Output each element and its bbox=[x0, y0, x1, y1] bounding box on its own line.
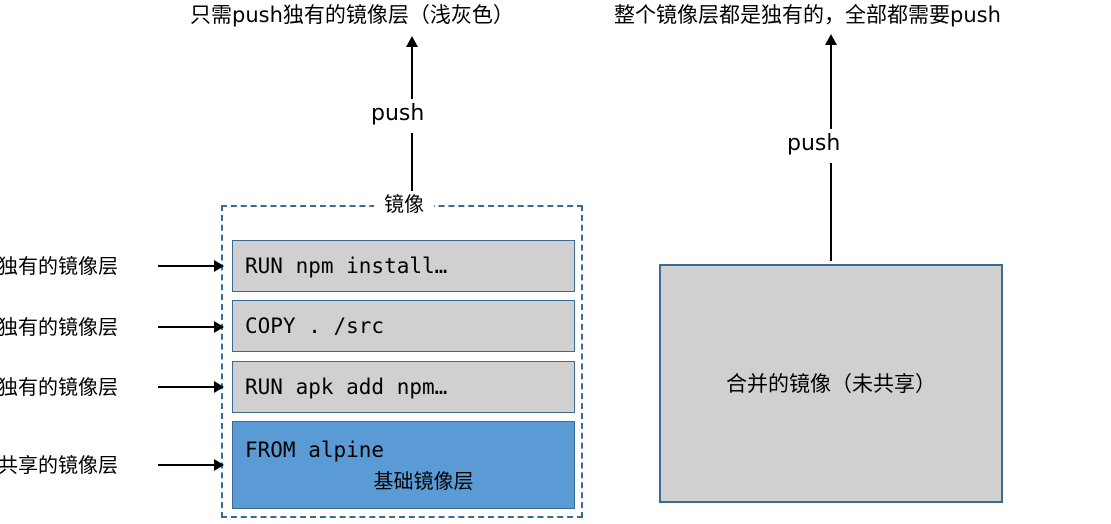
layer-command-text: FROM alpine bbox=[245, 437, 385, 462]
push-arrowhead-right-icon bbox=[825, 34, 837, 45]
layer-box-from-alpine[interactable]: FROM alpine 基础镜像层 bbox=[232, 421, 575, 509]
push-arrow-lower-line-right bbox=[830, 163, 832, 261]
connector-arrowhead-2-icon bbox=[214, 321, 224, 333]
side-label-unique-layer-1: 独有的镜像层 bbox=[0, 254, 118, 278]
push-label-left: push bbox=[371, 101, 425, 126]
layer-command-text: COPY . /src bbox=[245, 313, 385, 338]
connector-arrowhead-1-icon bbox=[214, 260, 224, 272]
push-arrow-lower-line-left bbox=[411, 133, 413, 191]
connector-arrowhead-4-icon bbox=[214, 459, 224, 471]
layer-command-text: RUN apk add npm… bbox=[245, 374, 448, 399]
connector-line-1 bbox=[158, 265, 216, 267]
side-label-shared-layer: 共享的镜像层 bbox=[0, 453, 118, 477]
connector-line-3 bbox=[158, 386, 216, 388]
side-label-unique-layer-2: 独有的镜像层 bbox=[0, 315, 118, 339]
layer-box-run-apk-add-npm[interactable]: RUN apk add npm… bbox=[232, 361, 575, 413]
right-caption: 整个镜像层都是独有的，全部都需要push bbox=[614, 3, 1001, 27]
push-label-right: push bbox=[787, 131, 841, 156]
push-arrow-upper-line-left bbox=[411, 46, 413, 99]
connector-arrowhead-3-icon bbox=[214, 381, 224, 393]
left-caption: 只需push独有的镜像层（浅灰色） bbox=[190, 3, 514, 27]
connector-line-2 bbox=[158, 326, 216, 328]
merged-image-label: 合并的镜像（未共享） bbox=[726, 371, 936, 396]
merged-image-box[interactable]: 合并的镜像（未共享） bbox=[659, 264, 1003, 503]
image-group-label: 镜像 bbox=[374, 192, 434, 216]
connector-line-4 bbox=[158, 464, 216, 466]
layer-box-copy-src[interactable]: COPY . /src bbox=[232, 300, 575, 352]
push-arrowhead-left-icon bbox=[406, 36, 418, 47]
base-layer-sublabel: 基础镜像层 bbox=[373, 468, 474, 493]
side-label-unique-layer-3: 独有的镜像层 bbox=[0, 375, 118, 399]
layer-command-text: RUN npm install… bbox=[245, 253, 448, 278]
push-arrow-upper-line-right bbox=[830, 44, 832, 129]
layer-box-run-npm-install[interactable]: RUN npm install… bbox=[232, 240, 575, 292]
